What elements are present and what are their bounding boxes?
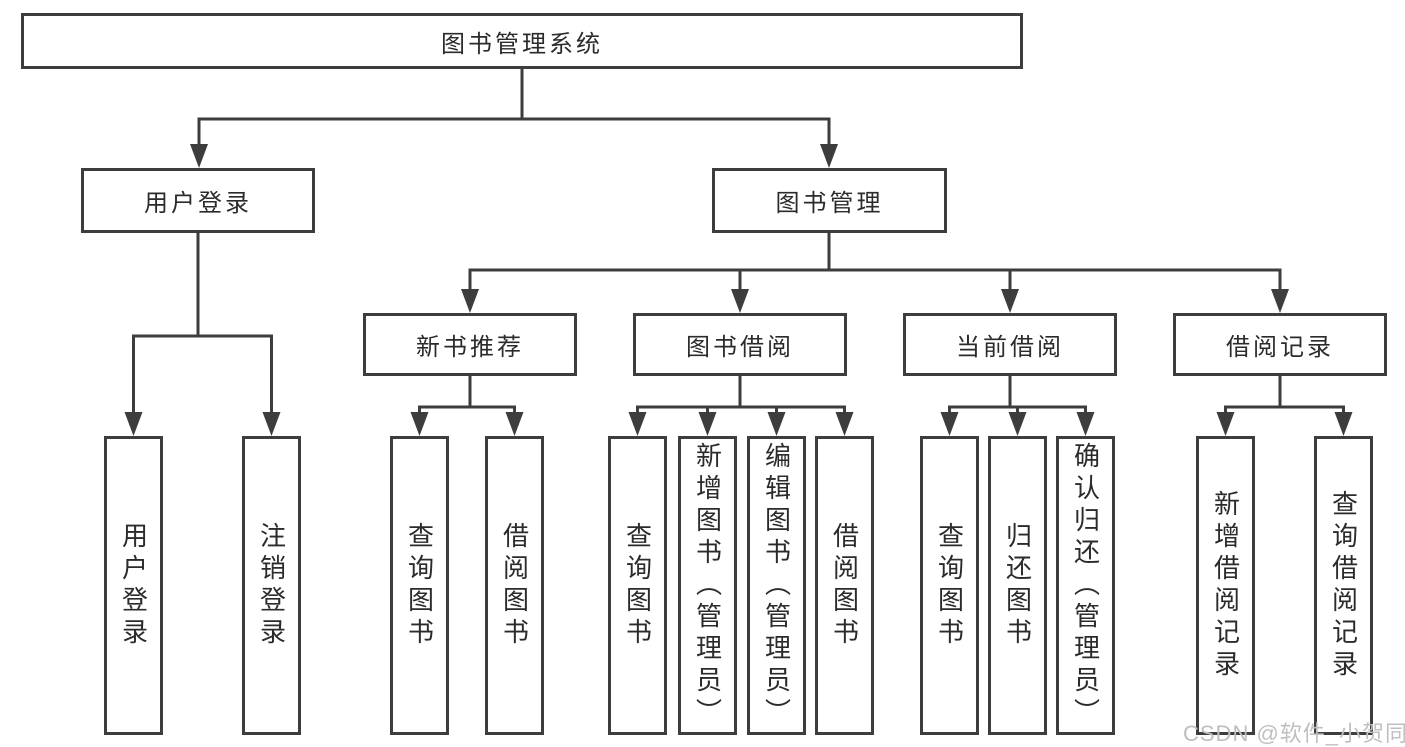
arrow-icon xyxy=(628,412,647,436)
arrow-icon xyxy=(698,412,717,436)
leaf-logout-label: 注销登录 xyxy=(256,521,287,650)
leaf-record-add-label: 新增借阅记录 xyxy=(1210,489,1241,682)
node-book-management-label: 图书管理 xyxy=(775,190,884,217)
leaf-newbook-query-label: 查询图书 xyxy=(404,521,435,650)
node-root: 图书管理系统 xyxy=(21,13,1023,69)
arrow-icon xyxy=(1271,289,1289,313)
arrow-icon xyxy=(1076,412,1095,436)
arrow-icon xyxy=(461,289,479,313)
arrow-icon xyxy=(410,412,429,436)
connector-new-book-to-leaves xyxy=(418,374,516,421)
node-user-login-label: 用户登录 xyxy=(144,190,252,217)
node-borrow-record: 借阅记录 xyxy=(1173,313,1387,376)
node-new-book-label: 新书推荐 xyxy=(416,334,524,361)
leaf-borrow-query-label: 查询图书 xyxy=(622,521,653,650)
leaf-current-confirm-return: 确认归还（管理员） xyxy=(1056,436,1115,735)
node-new-book: 新书推荐 xyxy=(363,313,577,376)
arrow-icon xyxy=(835,412,854,436)
connector-root-to-level2 xyxy=(197,67,831,152)
arrow-icon xyxy=(190,144,208,168)
node-book-borrow-label: 图书借阅 xyxy=(686,334,794,361)
leaf-user-login: 用户登录 xyxy=(104,436,163,735)
leaf-current-query: 查询图书 xyxy=(920,436,979,735)
arrow-icon xyxy=(1334,412,1353,436)
leaf-borrow-borrow: 借阅图书 xyxy=(815,436,874,735)
connector-borrow-record-to-leaves xyxy=(1224,374,1345,421)
node-book-management: 图书管理 xyxy=(712,168,947,233)
leaf-user-login-label: 用户登录 xyxy=(118,521,149,650)
arrow-icon xyxy=(1001,289,1019,313)
node-user-login: 用户登录 xyxy=(81,168,315,233)
leaf-current-query-label: 查询图书 xyxy=(934,521,965,650)
leaf-borrow-edit: 编辑图书（管理员） xyxy=(747,436,806,735)
leaf-current-return-label: 归还图书 xyxy=(1002,521,1033,650)
leaf-newbook-borrow-label: 借阅图书 xyxy=(499,521,530,650)
leaf-current-return: 归还图书 xyxy=(988,436,1047,735)
leaf-borrow-edit-label: 编辑图书（管理员） xyxy=(761,441,792,730)
leaf-borrow-add: 新增图书（管理员） xyxy=(678,436,737,735)
node-borrow-record-label: 借阅记录 xyxy=(1226,334,1334,361)
connector-book-management-to-level3 xyxy=(468,231,1282,297)
connector-book-borrow-to-leaves xyxy=(636,374,846,421)
arrow-icon xyxy=(124,412,143,436)
node-current-borrow: 当前借阅 xyxy=(903,313,1117,376)
arrow-icon xyxy=(262,412,281,436)
node-current-borrow-label: 当前借阅 xyxy=(956,334,1064,361)
arrow-icon xyxy=(820,144,838,168)
leaf-borrow-add-label: 新增图书（管理员） xyxy=(692,441,723,730)
leaf-newbook-borrow: 借阅图书 xyxy=(485,436,544,735)
arrow-icon xyxy=(1008,412,1027,436)
arrow-icon xyxy=(1216,412,1235,436)
node-book-borrow: 图书借阅 xyxy=(633,313,847,376)
arrowheads xyxy=(124,144,1353,436)
watermark: CSDN @软件_小贺同学 xyxy=(1183,721,1405,746)
leaf-record-query: 查询借阅记录 xyxy=(1314,436,1373,735)
leaf-borrow-query: 查询图书 xyxy=(608,436,667,735)
arrow-icon xyxy=(505,412,524,436)
leaf-record-query-label: 查询借阅记录 xyxy=(1328,489,1359,682)
arrow-icon xyxy=(731,289,749,313)
arrow-icon xyxy=(767,412,786,436)
leaf-current-confirm-return-label: 确认归还（管理员） xyxy=(1070,441,1101,730)
leaf-logout: 注销登录 xyxy=(242,436,301,735)
node-root-label: 图书管理系统 xyxy=(441,30,603,58)
leaf-newbook-query: 查询图书 xyxy=(390,436,449,735)
leaf-borrow-borrow-label: 借阅图书 xyxy=(829,521,860,650)
leaf-record-add: 新增借阅记录 xyxy=(1196,436,1255,735)
arrow-icon xyxy=(940,412,959,436)
connector-user-login-to-leaves xyxy=(132,231,273,421)
